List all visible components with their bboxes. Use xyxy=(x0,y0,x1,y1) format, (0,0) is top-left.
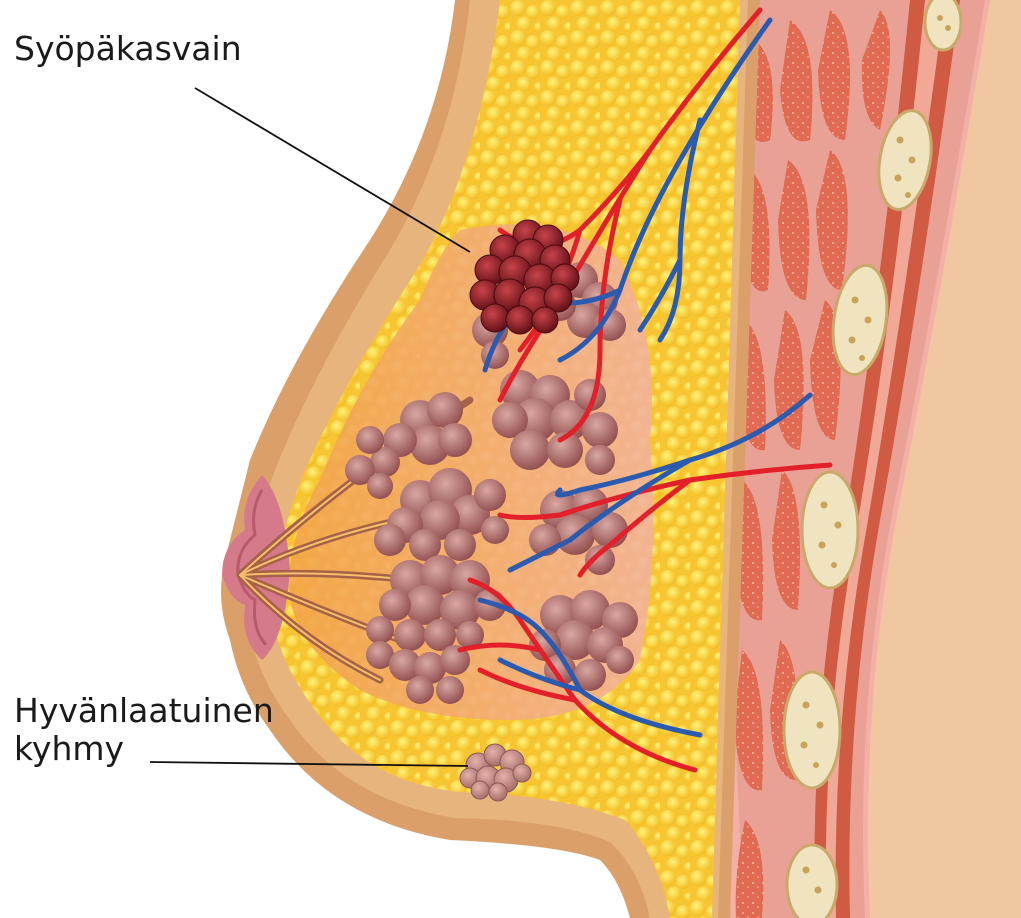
benign-lump-label-line1: Hyvänlaatuinen xyxy=(14,692,274,730)
benign-lump-label-line2: kyhmy xyxy=(14,730,274,768)
cancer-tumor-label: Syöpäkasvain xyxy=(14,30,242,68)
benign-lump-label: Hyvänlaatuinen kyhmy xyxy=(14,692,274,768)
